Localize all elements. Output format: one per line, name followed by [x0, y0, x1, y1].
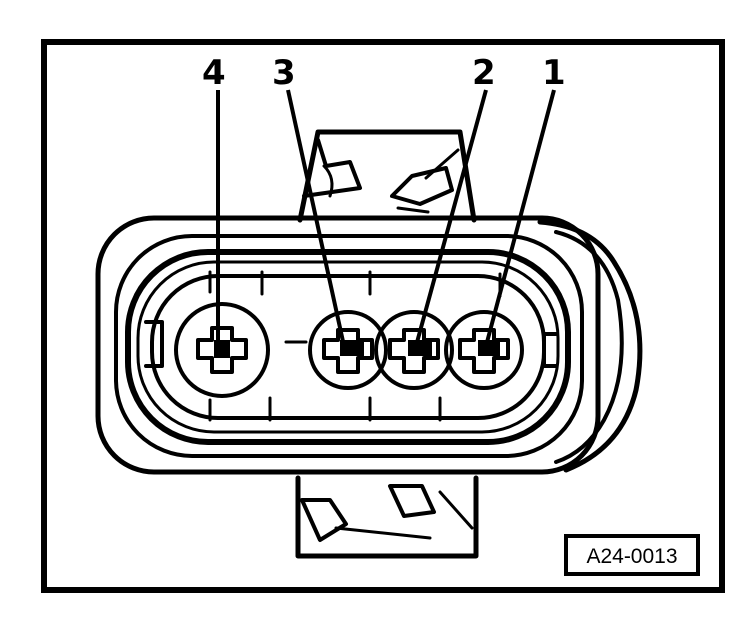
callout-2: 2 — [472, 53, 496, 93]
callout-1: 1 — [542, 53, 566, 93]
reference-code-box: A24-0013 — [564, 534, 700, 576]
connector-housing — [95, 215, 643, 475]
housing-outer-shell — [95, 215, 601, 475]
pin-4-cavity — [174, 302, 270, 398]
upper-latch-tab — [297, 129, 477, 223]
leader-line-1 — [484, 89, 556, 347]
lower-latch-tab — [295, 475, 479, 559]
pin-3-cavity — [308, 310, 388, 390]
leader-line-3 — [286, 89, 346, 347]
pin-2-cavity — [374, 310, 454, 390]
terminal-cavities — [174, 302, 524, 398]
leader-lines — [216, 89, 556, 347]
callout-4: 4 — [202, 53, 226, 93]
reference-code: A24-0013 — [586, 545, 677, 568]
pin-1-cavity — [444, 310, 524, 390]
leader-line-2 — [414, 89, 488, 347]
callout-3: 3 — [272, 53, 296, 93]
housing-rear-side — [537, 219, 643, 473]
